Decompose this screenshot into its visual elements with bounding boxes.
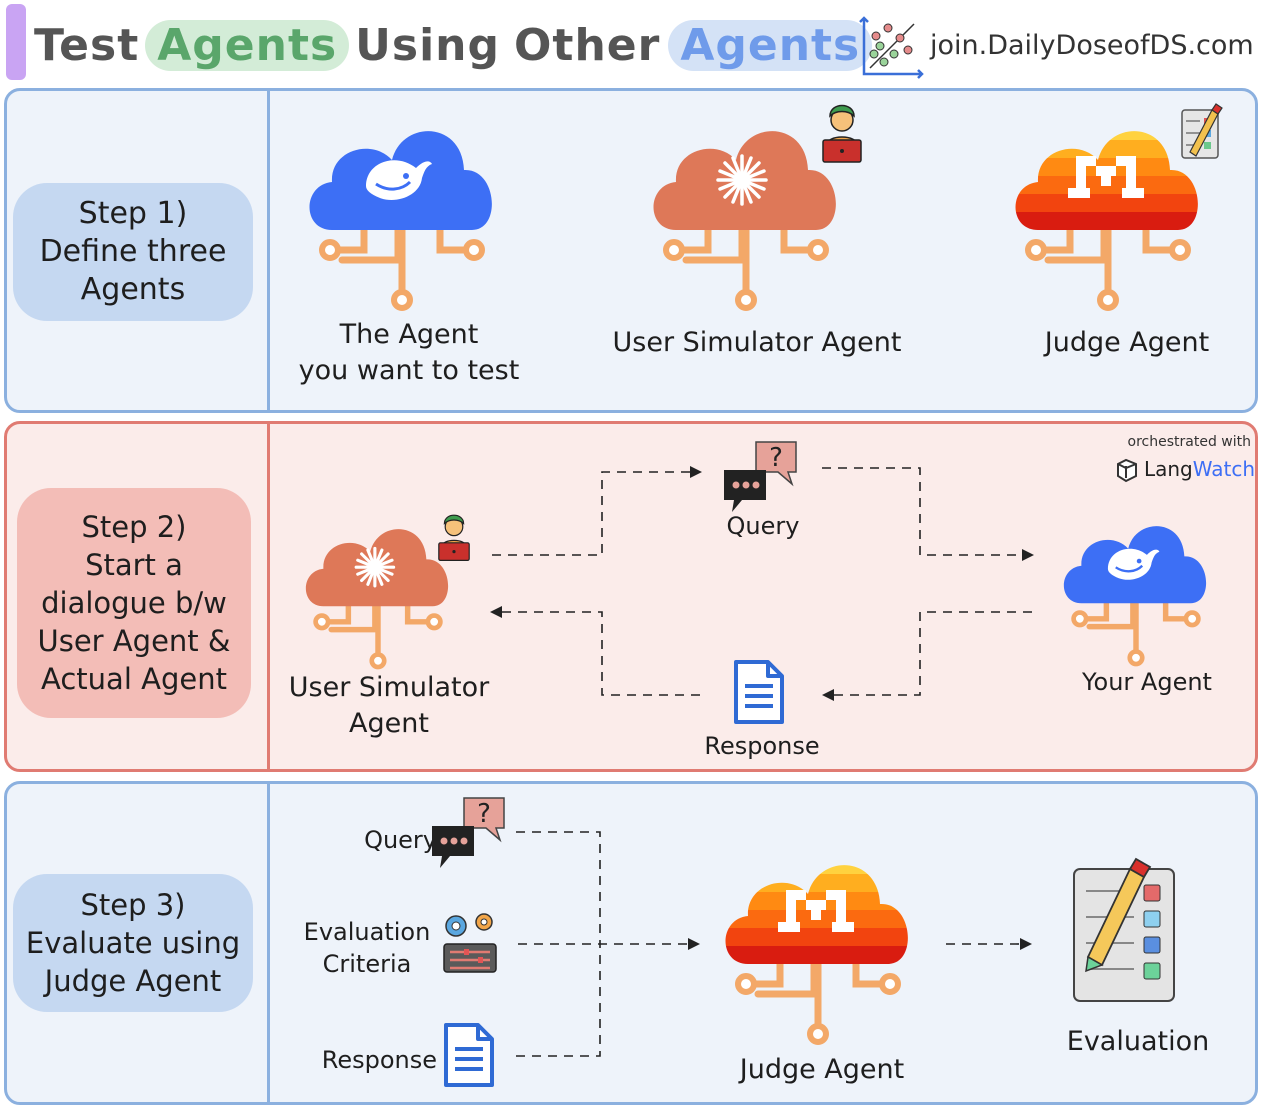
gears-icon [445, 913, 493, 937]
mistral-m-icon [778, 890, 854, 932]
scatter-logo-icon [859, 16, 924, 79]
response-label: Response [321, 1046, 437, 1074]
evaluation-criteria-label: Evaluation Criteria [297, 916, 437, 980]
langwatch-text-a: Lang [1143, 457, 1193, 481]
judge-agent-label: Judge Agent [739, 1054, 905, 1085]
flow-arrowheads [490, 466, 1034, 701]
title-highlight-green: Agents [145, 19, 350, 71]
your-agent-label: Your Agent [1082, 668, 1212, 696]
user-laptop-icon [438, 514, 470, 562]
step2-panel: Step 2) Start a dialogue b/w User Agent … [4, 421, 1258, 772]
evaluation-label: Evaluation [1066, 1026, 1210, 1057]
deepseek-cloud-icon [309, 131, 492, 308]
label-line: The Agent [339, 319, 479, 350]
pill-line: Agents [80, 272, 186, 307]
deepseek-cloud-icon [1063, 526, 1207, 664]
pill-line: Step 1) [78, 196, 188, 231]
step3-pill: Step 3) Evaluate using Judge Agent [13, 874, 253, 1012]
clipboard-check-icon [1073, 857, 1175, 1002]
pill-line: Define three [39, 234, 227, 269]
deepseek-whale-icon [1107, 548, 1160, 580]
page-title: Test Agents Using Other Agents [34, 10, 873, 80]
clipboard-check-icon [1181, 103, 1223, 159]
chat-bubble-icon [431, 797, 505, 869]
pill-line: Actual Agent [41, 662, 227, 696]
flow-arrowheads [688, 938, 1032, 950]
panel-divider [267, 784, 270, 1102]
query-label: Query [364, 826, 437, 854]
evaluation-flow-lines [516, 831, 1022, 1057]
sliders-icon [443, 943, 497, 973]
pill-line: User Agent & [37, 624, 231, 658]
brand-link[interactable]: join.DailyDoseofDS.com [930, 30, 1254, 61]
label-line: Criteria [322, 950, 412, 978]
label-line: Agent [349, 708, 429, 739]
title-highlight-blue: Agents [668, 19, 873, 71]
pill-line: Step 2) [81, 510, 187, 544]
user-simulator-cloud-icon [305, 529, 449, 667]
mistral-m-icon [1068, 156, 1144, 198]
step3-panel: Step 3) Evaluate using Judge Agent Query… [4, 781, 1258, 1105]
header-accent-bar [6, 4, 26, 80]
label-line: Evaluation [303, 918, 431, 946]
sparkle-icon [354, 546, 396, 588]
sparkle-icon [716, 154, 768, 206]
judge-cloud-icon [725, 865, 908, 1042]
judge-agent-label: Judge Agent [1044, 327, 1210, 358]
document-icon [734, 660, 784, 724]
document-icon [444, 1023, 494, 1087]
user-laptop-icon [822, 104, 862, 163]
step1-pill: Step 1) Define three Agents [13, 183, 253, 321]
title-word: Test [34, 19, 140, 71]
dialogue-flow-lines [492, 467, 1032, 696]
user-simulator-label: User Simulator Agent [612, 327, 902, 358]
orchestrated-with-text: orchestrated with [1127, 434, 1251, 450]
label-line: you want to test [298, 355, 520, 386]
step2-pill: Step 2) Start a dialogue b/w User Agent … [17, 488, 251, 718]
title-word: Using [355, 19, 500, 71]
chat-bubble-icon [723, 441, 797, 513]
panel-divider [267, 91, 270, 410]
query-label: Query [726, 512, 800, 540]
deepseek-whale-icon [366, 160, 432, 200]
pill-line: Step 3) [80, 888, 186, 922]
user-simulator-cloud-icon [653, 131, 836, 308]
user-simulator-label: User Simulator Agent [279, 670, 499, 742]
title-word: Other [514, 19, 661, 71]
pill-line: Judge Agent [44, 964, 222, 998]
pill-line: dialogue b/w [41, 586, 227, 620]
pill-line: Start a [85, 548, 183, 582]
langwatch-text-b: Watch [1192, 457, 1255, 481]
panel-divider [267, 424, 270, 769]
agent-under-test-label: The Agent you want to test [269, 317, 549, 389]
response-label: Response [704, 732, 820, 760]
pill-line: Evaluate using [25, 926, 241, 960]
label-line: User Simulator [288, 672, 490, 703]
langwatch-logo-icon [1116, 458, 1137, 483]
